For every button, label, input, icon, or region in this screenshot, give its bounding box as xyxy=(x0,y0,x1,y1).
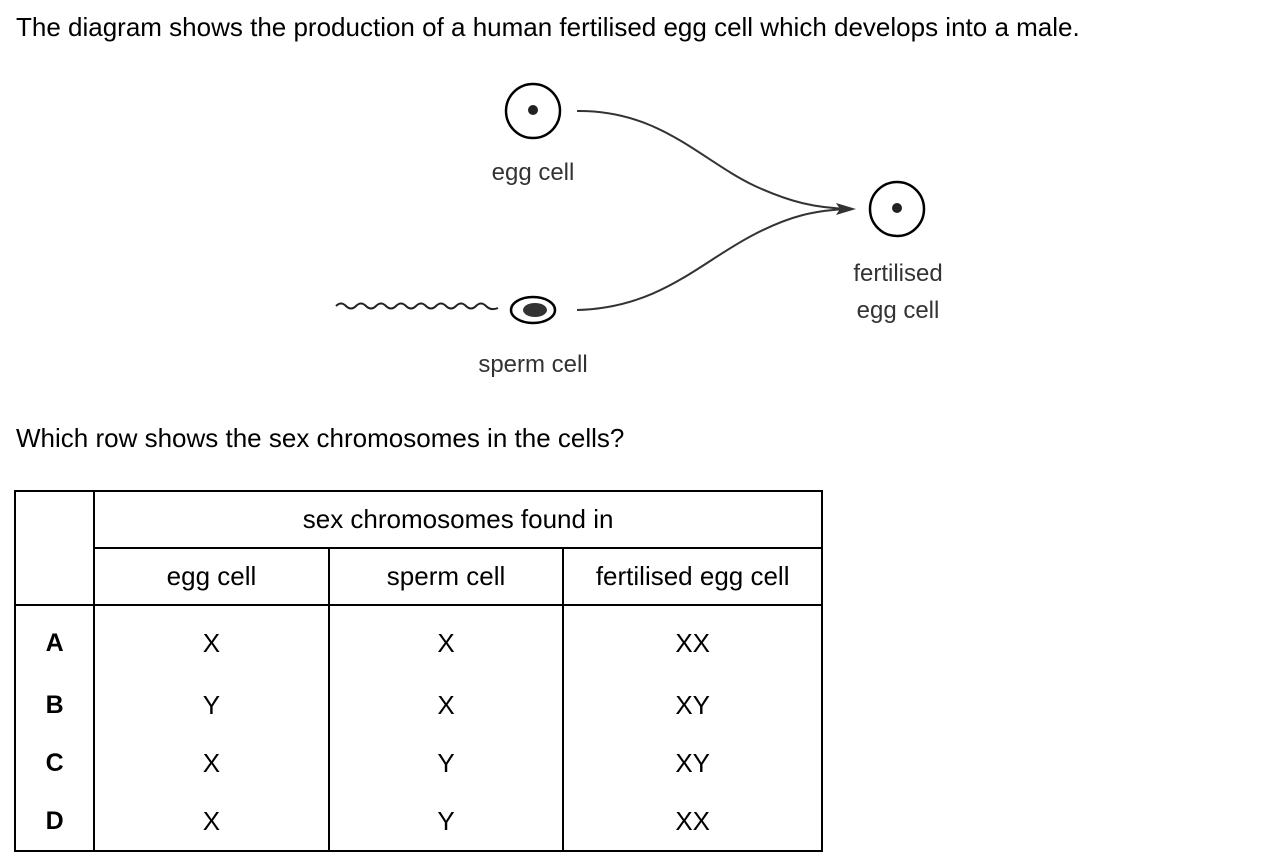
cell-fertilised: XX xyxy=(562,792,823,851)
fertilisation-diagram xyxy=(335,82,926,325)
table-corner-cell xyxy=(13,491,96,606)
sperm-to-fertilised-arrow xyxy=(576,208,851,311)
fertilised-label-line1: fertilised xyxy=(853,260,943,287)
table-row: B Y X XY xyxy=(13,676,823,734)
answer-table: sex chromosomes found in egg cell sperm … xyxy=(13,490,823,852)
fertilised-egg-cell-icon xyxy=(868,180,926,238)
egg-to-fertilised-arrow xyxy=(576,109,851,210)
cell-fertilised: XX xyxy=(562,605,823,676)
cell-egg: X xyxy=(93,792,330,851)
table-header-group-row: sex chromosomes found in xyxy=(13,491,823,606)
sperm-cell-icon xyxy=(335,295,557,325)
cell-sperm: Y xyxy=(327,734,565,792)
intro-text: The diagram shows the production of a hu… xyxy=(16,12,1080,42)
row-key: D xyxy=(13,792,96,851)
table-row: C X Y XY xyxy=(13,734,823,792)
table-column-header-row: egg cell sperm cell fertilised egg cell xyxy=(15,548,823,606)
egg-cell-label: egg cell xyxy=(491,159,575,186)
cell-egg: Y xyxy=(93,676,330,734)
arrowhead-icon xyxy=(836,203,856,215)
cell-fertilised: XY xyxy=(562,676,823,734)
column-header-sperm: sperm cell xyxy=(327,548,565,606)
row-key: B xyxy=(13,676,96,734)
egg-cell-icon xyxy=(504,82,562,140)
cell-sperm: X xyxy=(327,676,565,734)
table-row: A X X XX xyxy=(13,605,823,676)
cell-egg: X xyxy=(93,734,330,792)
cell-fertilised: XY xyxy=(562,734,823,792)
cell-sperm: Y xyxy=(327,792,565,851)
column-header-egg: egg cell xyxy=(93,548,330,606)
table-row: D X Y XX xyxy=(13,792,823,851)
row-key: A xyxy=(13,605,96,676)
group-header: sex chromosomes found in xyxy=(93,491,823,549)
sperm-cell-label: sperm cell xyxy=(478,351,588,378)
fertilised-label-line2: egg cell xyxy=(856,297,940,324)
cell-sperm: X xyxy=(327,605,565,676)
question-text: Which row shows the sex chromosomes in t… xyxy=(16,423,625,453)
row-key: C xyxy=(13,734,96,792)
column-header-fertilised: fertilised egg cell xyxy=(562,548,823,606)
cell-egg: X xyxy=(93,605,330,676)
fertilised-egg-cell-label: fertilised egg cell xyxy=(818,255,978,329)
